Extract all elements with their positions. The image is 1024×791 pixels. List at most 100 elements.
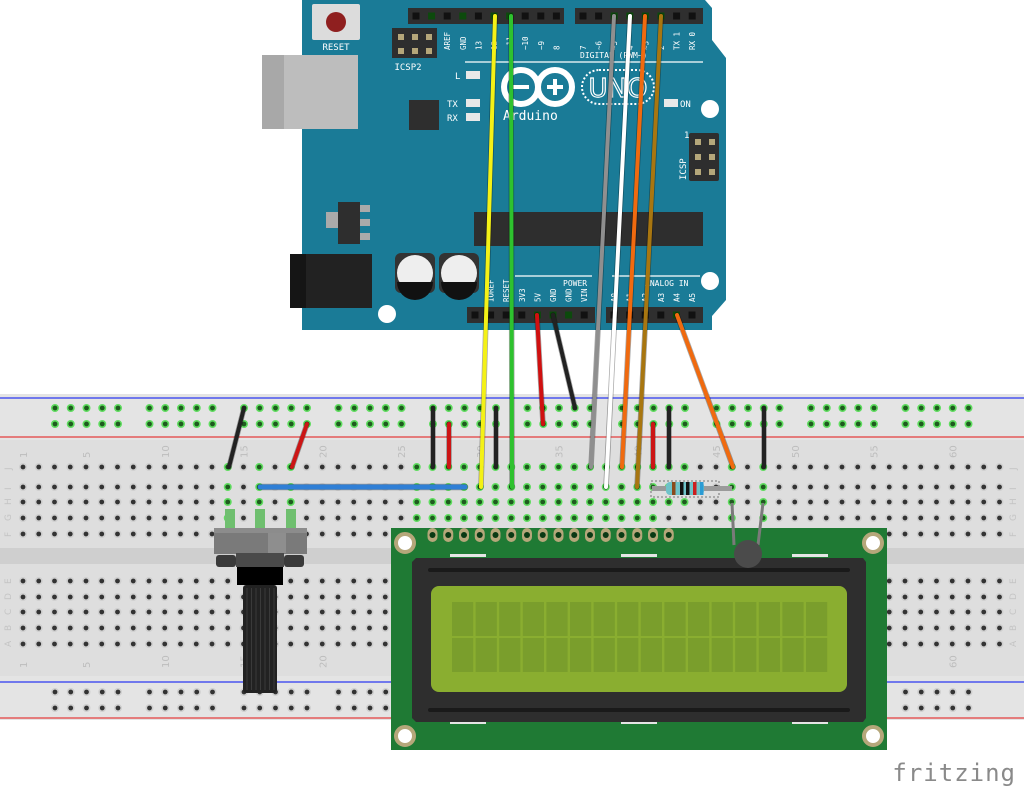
breadboard-hole[interactable]: [176, 482, 185, 491]
rail-hole[interactable]: [145, 403, 154, 412]
breadboard-hole[interactable]: [522, 497, 531, 506]
breadboard-hole[interactable]: [318, 607, 327, 616]
breadboard-hole[interactable]: [743, 497, 752, 506]
breadboard-hole[interactable]: [192, 497, 201, 506]
breadboard-hole[interactable]: [617, 497, 626, 506]
breadboard-hole[interactable]: [633, 513, 642, 522]
breadboard-hole[interactable]: [916, 576, 925, 585]
breadboard-hole[interactable]: [333, 576, 342, 585]
breadboard-hole[interactable]: [711, 513, 720, 522]
breadboard-hole[interactable]: [570, 462, 579, 471]
breadboard-hole[interactable]: [790, 513, 799, 522]
header-pin[interactable]: [688, 12, 696, 20]
breadboard-hole[interactable]: [932, 623, 941, 632]
breadboard-hole[interactable]: [18, 623, 27, 632]
breadboard-hole[interactable]: [979, 576, 988, 585]
breadboard-hole[interactable]: [286, 607, 295, 616]
breadboard-hole[interactable]: [365, 513, 374, 522]
breadboard-hole[interactable]: [82, 529, 91, 538]
breadboard-hole[interactable]: [869, 497, 878, 506]
rail-hole[interactable]: [98, 687, 107, 696]
breadboard-hole[interactable]: [932, 462, 941, 471]
breadboard-hole[interactable]: [963, 497, 972, 506]
rail-hole[interactable]: [365, 687, 374, 696]
yellow-wire[interactable]: [479, 14, 497, 489]
breadboard-hole[interactable]: [318, 462, 327, 471]
breadboard-hole[interactable]: [160, 529, 169, 538]
header-pin[interactable]: [537, 12, 545, 20]
breadboard-hole[interactable]: [522, 482, 531, 491]
rail-hole[interactable]: [287, 687, 296, 696]
breadboard-hole[interactable]: [223, 576, 232, 585]
breadboard-hole[interactable]: [381, 462, 390, 471]
rail-hole[interactable]: [255, 703, 264, 712]
breadboard-hole[interactable]: [349, 607, 358, 616]
header-pin[interactable]: [688, 311, 696, 319]
breadboard-hole[interactable]: [113, 497, 122, 506]
breadboard-hole[interactable]: [948, 623, 957, 632]
breadboard-hole[interactable]: [176, 592, 185, 601]
breadboard-hole[interactable]: [113, 482, 122, 491]
breadboard-hole[interactable]: [885, 592, 894, 601]
breadboard-hole[interactable]: [680, 497, 689, 506]
breadboard-hole[interactable]: [333, 529, 342, 538]
breadboard-hole[interactable]: [239, 497, 248, 506]
breadboard-hole[interactable]: [160, 576, 169, 585]
breadboard-hole[interactable]: [869, 462, 878, 471]
breadboard-hole[interactable]: [711, 497, 720, 506]
breadboard-hole[interactable]: [66, 513, 75, 522]
breadboard-hole[interactable]: [837, 462, 846, 471]
breadboard-hole[interactable]: [900, 576, 909, 585]
breadboard-hole[interactable]: [995, 607, 1004, 616]
breadboard-hole[interactable]: [538, 513, 547, 522]
breadboard-hole[interactable]: [349, 529, 358, 538]
breadboard-hole[interactable]: [223, 607, 232, 616]
rail-hole[interactable]: [192, 687, 201, 696]
rail-hole[interactable]: [948, 419, 957, 428]
breadboard-hole[interactable]: [648, 513, 657, 522]
breadboard-hole[interactable]: [318, 497, 327, 506]
rail-hole[interactable]: [255, 419, 264, 428]
breadboard-hole[interactable]: [18, 639, 27, 648]
breadboard-hole[interactable]: [34, 513, 43, 522]
header-pin[interactable]: [595, 12, 603, 20]
breadboard-hole[interactable]: [617, 513, 626, 522]
breadboard-hole[interactable]: [145, 482, 154, 491]
breadboard-hole[interactable]: [900, 482, 909, 491]
breadboard-hole[interactable]: [538, 497, 547, 506]
breadboard-hole[interactable]: [617, 482, 626, 491]
breadboard-hole[interactable]: [979, 592, 988, 601]
rail-hole[interactable]: [460, 403, 469, 412]
breadboard-hole[interactable]: [18, 576, 27, 585]
breadboard-hole[interactable]: [963, 576, 972, 585]
rail-hole[interactable]: [397, 403, 406, 412]
rail-hole[interactable]: [66, 403, 75, 412]
breadboard-hole[interactable]: [97, 529, 106, 538]
breadboard-hole[interactable]: [66, 607, 75, 616]
breadboard-hole[interactable]: [680, 462, 689, 471]
rail-hole[interactable]: [177, 419, 186, 428]
header-pin[interactable]: [459, 12, 467, 20]
breadboard-hole[interactable]: [145, 529, 154, 538]
rail-hole[interactable]: [680, 419, 689, 428]
rail-hole[interactable]: [728, 419, 737, 428]
rail-hole[interactable]: [208, 703, 217, 712]
breadboard-hole[interactable]: [349, 639, 358, 648]
rail-hole[interactable]: [50, 703, 59, 712]
breadboard-hole[interactable]: [475, 513, 484, 522]
breadboard-hole[interactable]: [318, 529, 327, 538]
rail-hole[interactable]: [381, 419, 390, 428]
breadboard-hole[interactable]: [192, 529, 201, 538]
breadboard-hole[interactable]: [396, 462, 405, 471]
header-pin[interactable]: [487, 311, 495, 319]
breadboard-hole[interactable]: [381, 623, 390, 632]
breadboard-hole[interactable]: [963, 623, 972, 632]
breadboard-hole[interactable]: [979, 513, 988, 522]
breadboard-hole[interactable]: [806, 513, 815, 522]
breadboard-hole[interactable]: [963, 607, 972, 616]
breadboard-hole[interactable]: [113, 607, 122, 616]
header-pin[interactable]: [428, 12, 436, 20]
rail-hole[interactable]: [161, 403, 170, 412]
breadboard-hole[interactable]: [963, 592, 972, 601]
breadboard-hole[interactable]: [333, 513, 342, 522]
